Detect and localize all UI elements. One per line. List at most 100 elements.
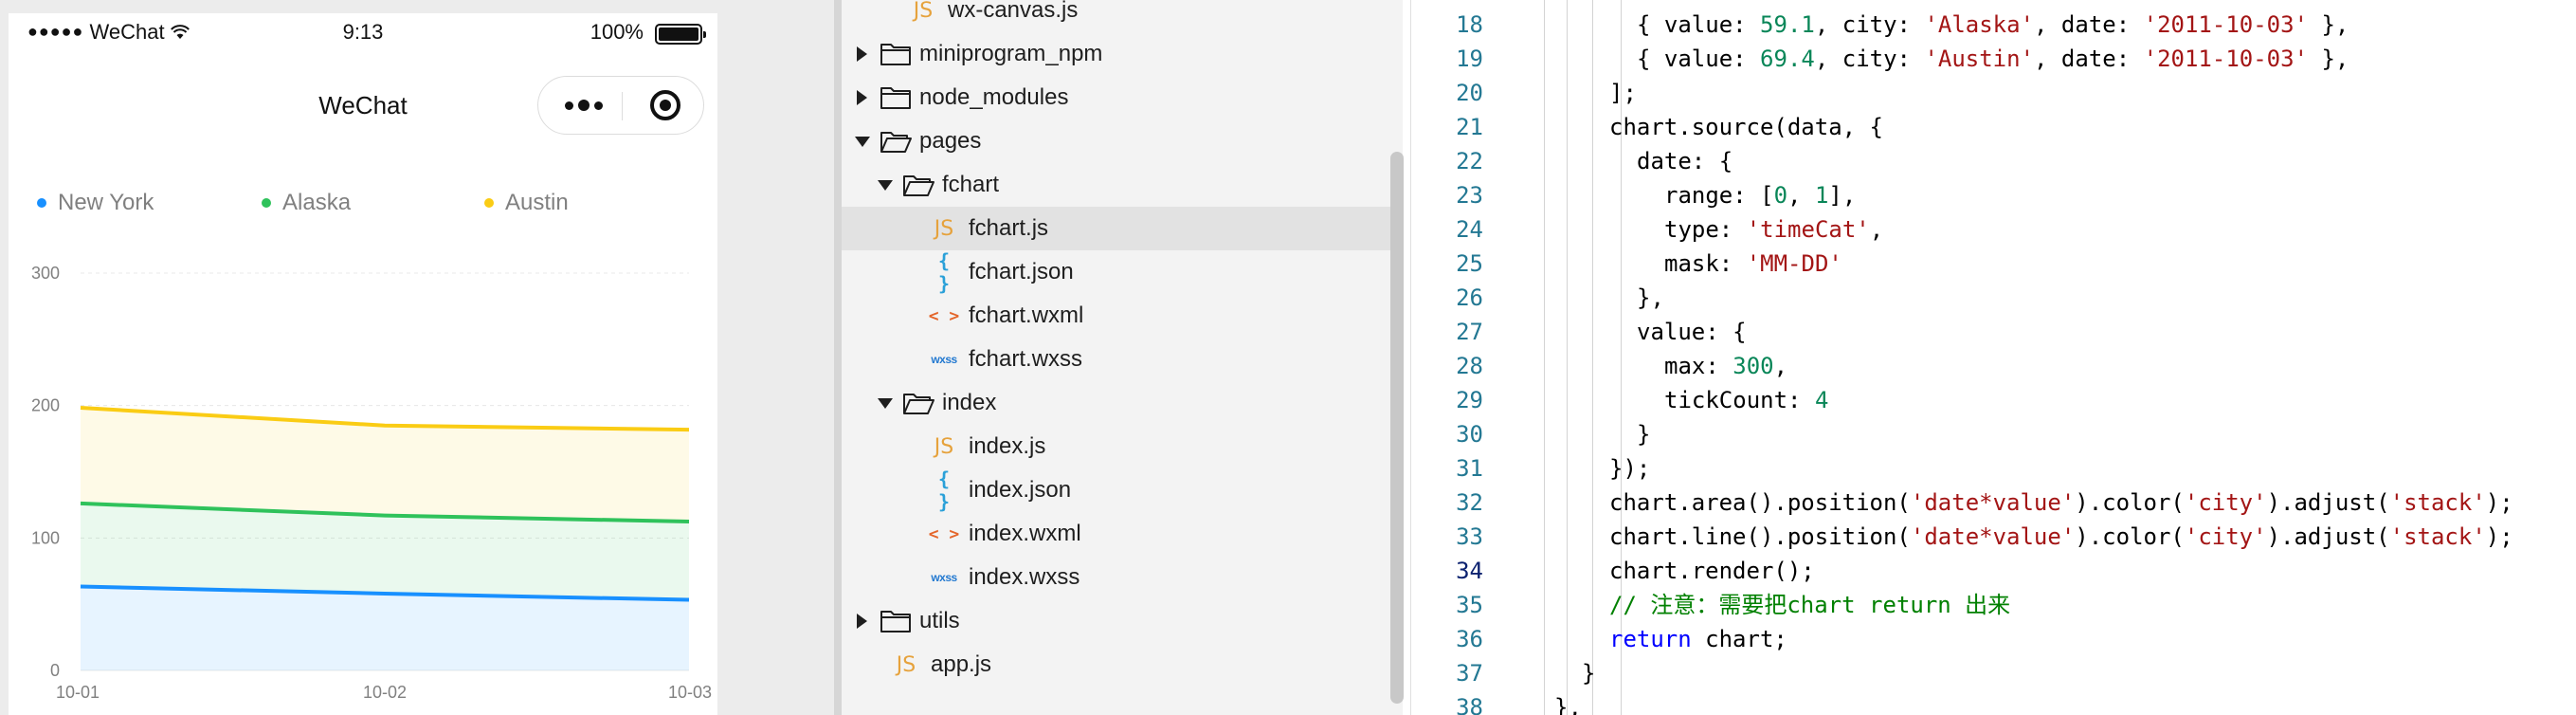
file-item[interactable]: < >index.wxml: [842, 512, 1403, 556]
code-line: 35// 注意：需要把chart return 出来: [1411, 588, 2576, 622]
code-text: max: 300,: [1664, 353, 1788, 379]
chevron-down-icon[interactable]: [878, 180, 893, 191]
legend-item-new-york[interactable]: New York: [37, 190, 154, 216]
code-line: 18{ value: 59.1, city: 'Alaska', date: '…: [1411, 8, 2576, 42]
code-text: return chart;: [1609, 626, 1787, 652]
chevron-right-icon[interactable]: [857, 90, 867, 105]
line-number: 32: [1456, 489, 1483, 516]
line-number: 20: [1456, 80, 1483, 106]
folder-item[interactable]: pages: [842, 119, 1403, 163]
code-editor[interactable]: 18{ value: 59.1, city: 'Alaska', date: '…: [1410, 0, 2576, 715]
file-label: index.wxss: [969, 564, 1080, 590]
code-text: }: [1637, 421, 1651, 448]
code-text: { value: 69.4, city: 'Austin', date: '20…: [1637, 46, 2349, 72]
x-tick-label: 10-01: [56, 683, 100, 702]
folder-label: index: [942, 390, 997, 415]
chart-legend: New York Alaska Austin: [9, 190, 717, 224]
json-file-icon: { }: [937, 249, 951, 295]
file-explorer-scrollbar[interactable]: [1390, 152, 1404, 704]
folder-label: utils: [919, 608, 960, 633]
file-label: app.js: [931, 651, 992, 677]
line-number: 36: [1456, 626, 1483, 652]
legend-label: New York: [58, 190, 154, 215]
code-line: 26},: [1411, 281, 2576, 315]
file-label: index.json: [969, 477, 1072, 503]
folder-item[interactable]: fchart: [842, 163, 1403, 207]
legend-item-alaska[interactable]: Alaska: [262, 190, 351, 216]
legend-item-austin[interactable]: Austin: [484, 190, 569, 216]
code-text: },: [1637, 284, 1664, 311]
code-line: 19 { value: 69.4, city: 'Austin', date: '…: [1411, 42, 2576, 76]
capsule-menu: [537, 76, 704, 135]
code-line: 37}: [1411, 656, 2576, 690]
json-file-icon: { }: [937, 468, 951, 513]
legend-dot: [484, 198, 494, 208]
area-austin: [81, 408, 689, 522]
y-tick-label: 0: [50, 661, 60, 680]
chevron-right-icon[interactable]: [857, 46, 867, 62]
file-item[interactable]: JS app.js: [842, 643, 1403, 687]
y-tick-label: 200: [31, 396, 60, 415]
indent-guide: [1544, 0, 1545, 715]
phone-screen: ●●●●● WeChat 9:13 100% WeChat New York: [9, 13, 717, 715]
line-new-york: [80, 584, 690, 602]
y-tick-label: 300: [31, 264, 60, 283]
code-text: });: [1609, 455, 1651, 482]
code-line: 36 return chart;: [1411, 622, 2576, 656]
js-file-icon: JS: [934, 216, 954, 241]
file-item[interactable]: { } index.json: [842, 468, 1403, 513]
more-dots-icon[interactable]: [555, 90, 612, 120]
signal-icon: ●●●●●: [27, 22, 84, 41]
folder-item[interactable]: index: [842, 381, 1403, 425]
legend-label: Alaska: [282, 190, 352, 215]
x-tick-label: 10-02: [363, 683, 407, 702]
chevron-down-icon[interactable]: [878, 398, 893, 409]
code-line: 31});: [1411, 451, 2576, 486]
code-text: },: [1554, 694, 1582, 715]
line-alaska: [80, 501, 690, 524]
line-number: 35: [1456, 592, 1483, 618]
line-number: 25: [1456, 250, 1483, 277]
folder-label: miniprogram_npm: [919, 41, 1103, 66]
folder-label: fchart: [942, 172, 1000, 197]
line-number: 27: [1456, 319, 1483, 345]
line-number: 21: [1456, 114, 1483, 140]
code-line: 32 chart.area().position('date*value').co…: [1411, 486, 2576, 520]
folder-open-icon: [880, 132, 912, 153]
line-number: 34: [1456, 558, 1483, 584]
legend-dot: [37, 198, 46, 208]
y-tick-label: 100: [31, 528, 60, 547]
folder-icon: [880, 611, 911, 632]
chevron-right-icon[interactable]: [857, 614, 867, 629]
close-circle-icon[interactable]: [650, 90, 680, 120]
file-item[interactable]: JS index.js: [842, 425, 1403, 468]
indent-guide: [1592, 0, 1593, 715]
folder-item[interactable]: node_modules: [842, 76, 1403, 119]
js-file-icon: JS: [934, 434, 954, 459]
line-austin: [80, 406, 690, 432]
line-number: 19: [1456, 46, 1483, 72]
x-tick-label: 10-03: [668, 683, 712, 702]
js-file-icon: JS: [896, 652, 916, 677]
folder-item[interactable]: utils: [842, 599, 1403, 643]
wxss-file-icon: wxss: [931, 353, 957, 366]
battery-percent: 100%: [590, 20, 644, 44]
simulator-panel: ●●●●● WeChat 9:13 100% WeChat New York: [0, 0, 834, 715]
file-item[interactable]: < >fchart.wxml: [842, 294, 1403, 338]
legend-dot: [262, 198, 271, 208]
file-item[interactable]: { } fchart.json: [842, 249, 1403, 295]
folder-item[interactable]: miniprogram_npm: [842, 32, 1403, 76]
file-item[interactable]: JS fchart.js: [842, 207, 1403, 250]
chevron-down-icon[interactable]: [855, 137, 870, 147]
file-label: index.js: [969, 433, 1046, 459]
code-text: chart.area().position('date*value').colo…: [1609, 489, 2513, 516]
file-label: fchart.json: [969, 259, 1074, 284]
file-label: fchart.js: [969, 215, 1049, 241]
